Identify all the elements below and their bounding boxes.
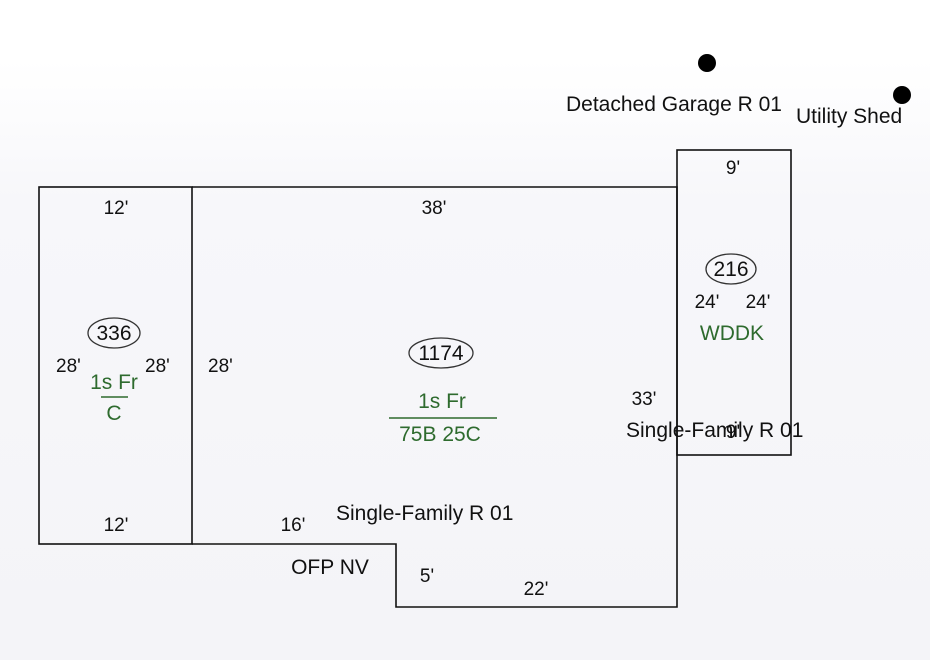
notch-top-dim: 16' — [281, 515, 306, 536]
main-use-bottom: 75B 25C — [399, 423, 481, 446]
main-use-top: 1s Fr — [418, 390, 466, 413]
main-left-dim: 28' — [208, 356, 233, 377]
main-right-dim: 33' — [632, 389, 657, 410]
deck-area: 216 — [713, 258, 748, 281]
left-bottom-dim: 12' — [104, 515, 129, 536]
deck-area-oval — [705, 253, 757, 285]
left-section-outline — [38, 186, 193, 545]
left-area: 336 — [96, 322, 131, 345]
deck-section-outline — [676, 149, 792, 456]
left-top-dim: 12' — [104, 198, 129, 219]
main-label: Single-Family R 01 — [336, 502, 513, 525]
left-area-oval — [87, 317, 141, 349]
deck-use: WDDK — [700, 322, 764, 345]
deck-left-dim: 24' — [695, 292, 720, 313]
shed-marker-dot — [893, 86, 911, 104]
notch-side-dim: 5' — [420, 566, 434, 587]
garage-marker-dot — [698, 54, 716, 72]
shed-label: Utility Shed — [796, 105, 902, 128]
main-bottom-dim: 22' — [524, 579, 549, 600]
left-left-dim: 28' — [56, 356, 81, 377]
main-area-oval — [408, 337, 474, 369]
deck-right-dim: 24' — [746, 292, 771, 313]
deck-label: Single-Family R 01 — [626, 419, 803, 442]
left-use-top: 1s Fr — [90, 371, 138, 394]
main-top-dim: 38' — [422, 198, 447, 219]
notch-label: OFP NV — [291, 556, 369, 579]
main-section-outline — [192, 186, 678, 608]
deck-bottom-dim: 9' — [726, 422, 740, 443]
garage-label: Detached Garage R 01 — [566, 93, 782, 116]
left-right-dim: 28' — [145, 356, 170, 377]
deck-top-dim: 9' — [726, 158, 740, 179]
left-use-bottom: C — [106, 402, 121, 425]
main-area: 1174 — [418, 342, 463, 365]
